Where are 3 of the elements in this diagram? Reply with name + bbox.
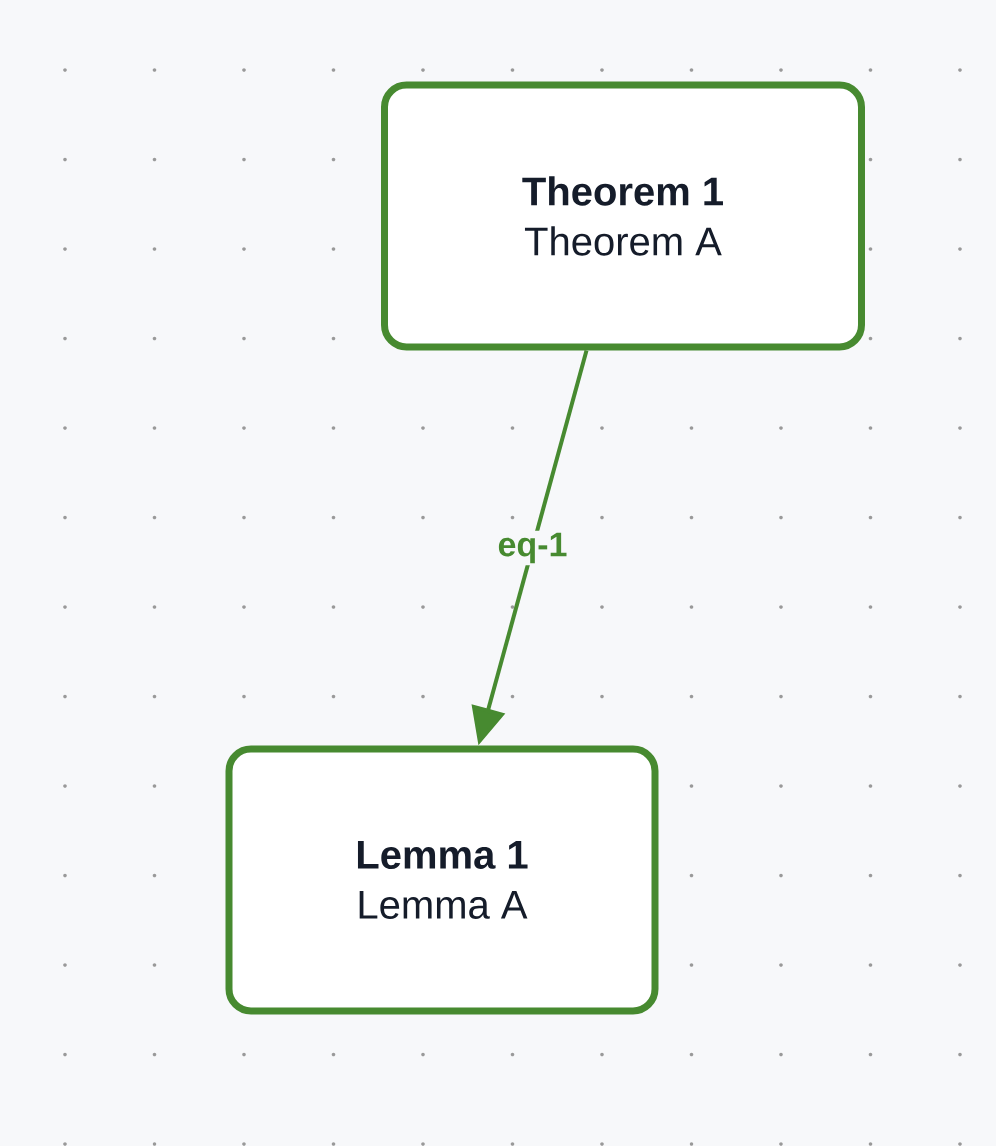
node-box: Lemma 1 Lemma A <box>225 745 659 1015</box>
edge-label: eq-1 <box>495 530 570 566</box>
node-box: Theorem 1 Theorem A <box>381 81 865 351</box>
